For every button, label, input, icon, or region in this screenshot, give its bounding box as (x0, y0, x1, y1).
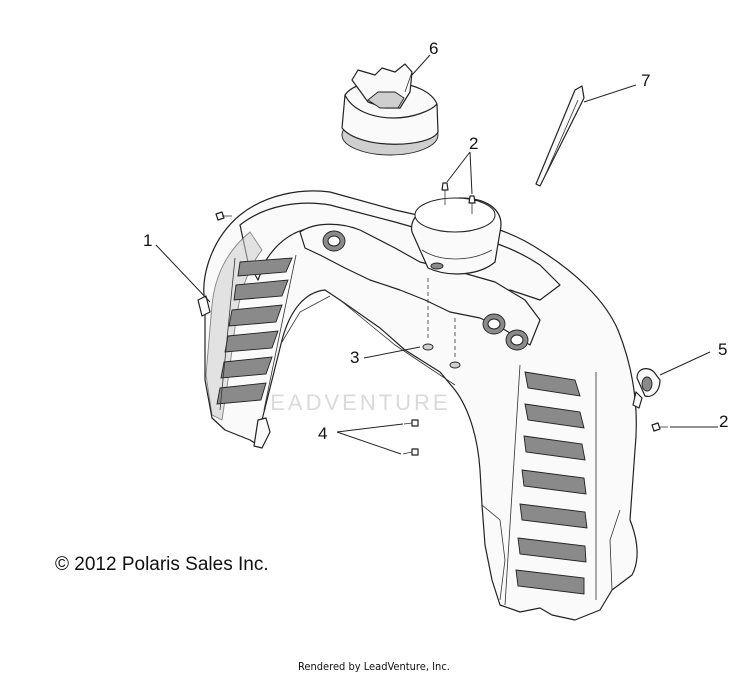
callout-4: 4 (318, 424, 327, 443)
clip-part-5[interactable] (632, 368, 661, 409)
fasteners (215, 182, 668, 456)
copyright-text: © 2012 Polaris Sales Inc. (55, 554, 269, 575)
screw-icon[interactable] (441, 182, 449, 205)
callout-labels: 1 2 2 3 4 5 6 7 (143, 39, 728, 443)
nut-icon[interactable] (422, 343, 434, 351)
callout-7: 7 (641, 71, 650, 90)
watermark-text: LEADVENTURE (255, 390, 451, 415)
callout-3: 3 (350, 348, 359, 367)
callout-6: 6 (429, 39, 438, 58)
screw-icon[interactable] (215, 211, 232, 221)
screw-icon[interactable] (651, 422, 668, 432)
strap-part-7[interactable] (535, 85, 585, 187)
screw-icon[interactable] (402, 448, 419, 456)
callout-1: 1 (143, 231, 152, 250)
footer-text: Rendered by LeadVenture, Inc. (298, 660, 450, 673)
callout-2-right: 2 (719, 412, 728, 431)
callout-2-top: 2 (469, 134, 478, 153)
screw-icon[interactable] (403, 419, 419, 427)
leader-lines (155, 54, 718, 455)
cap-part-6[interactable] (341, 63, 439, 156)
center-collar (411, 197, 502, 275)
right-grille (504, 364, 597, 606)
nut-icon[interactable] (449, 361, 461, 369)
screw-icon[interactable] (468, 195, 476, 214)
hood-part-1[interactable] (197, 190, 638, 621)
callout-5: 5 (718, 340, 727, 359)
left-grille (216, 254, 297, 411)
